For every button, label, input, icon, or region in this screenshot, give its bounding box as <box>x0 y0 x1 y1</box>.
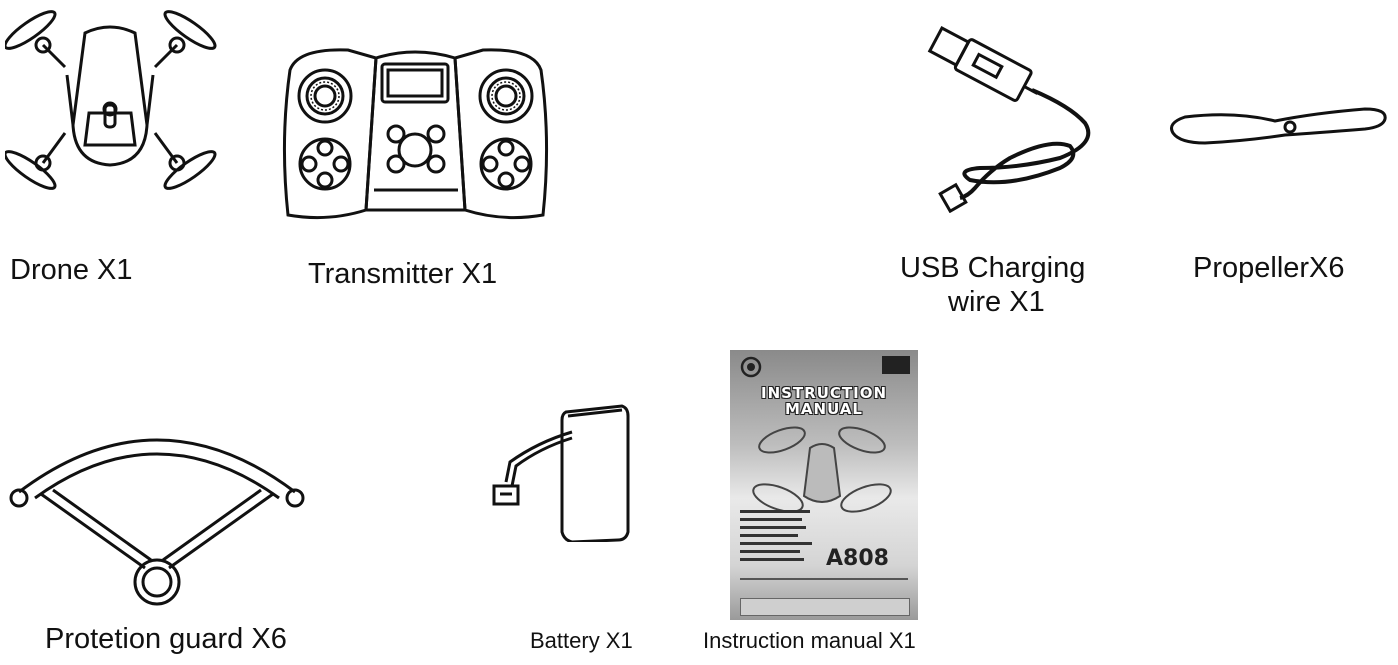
protection-guard-illustration <box>5 418 310 613</box>
instruction-manual-label: Instruction manual X1 <box>703 628 916 653</box>
usb-cable-illustration <box>920 18 1100 213</box>
transmitter-label: Transmitter X1 <box>308 258 498 290</box>
propeller-icon <box>1170 107 1387 145</box>
manual-model: A808 <box>826 546 889 571</box>
manual-title-line2: MANUAL <box>785 400 863 418</box>
usb-cable-label-line2: wire X1 <box>948 286 1045 318</box>
transmitter-icon <box>282 48 549 220</box>
battery-icon <box>492 404 630 542</box>
propeller-label: PropellerX6 <box>1193 252 1345 284</box>
propeller-illustration <box>1165 95 1390 155</box>
usb-cable-icon <box>927 26 1091 213</box>
brand-logo-icon <box>740 356 762 378</box>
usb-cable-label-line1: USB Charging <box>900 252 1086 284</box>
manual-title-line1: INSTRUCTION <box>760 384 888 402</box>
manual-drone-icon <box>752 426 892 513</box>
drone-illustration <box>5 5 225 195</box>
drone-label: Drone X1 <box>10 254 133 286</box>
protection-guard-icon <box>9 438 305 606</box>
transmitter-illustration <box>278 40 553 230</box>
protection-guard-label: Protetion guard X6 <box>45 623 287 655</box>
battery-label: Battery X1 <box>530 628 633 653</box>
battery-illustration <box>488 402 633 542</box>
instruction-manual-cover: INSTRUCTION MANUAL A808 <box>730 350 918 620</box>
drone-icon <box>5 10 217 190</box>
